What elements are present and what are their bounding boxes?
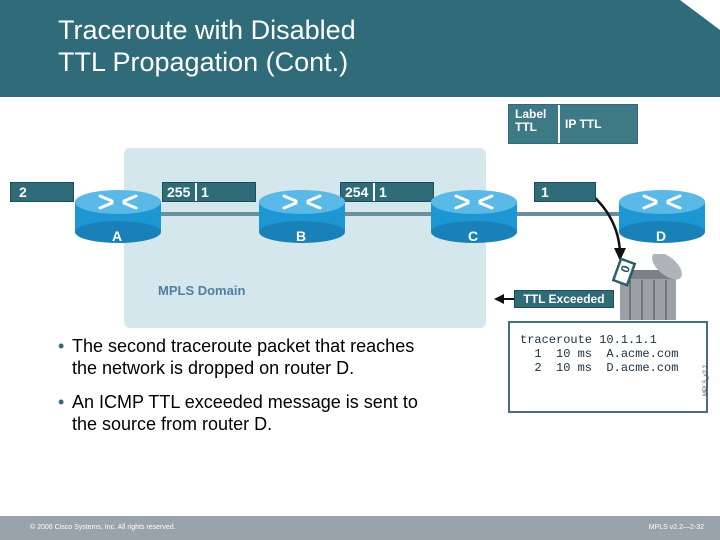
ttl-exceeded-message: TTL Exceeded [514, 290, 614, 308]
router-d-label: D [656, 228, 667, 244]
console-line-3: 2 10 ms D.acme.com [520, 361, 679, 375]
drop-arrow-head [614, 248, 626, 261]
packet-b-c-divider [373, 183, 375, 201]
packet-b-c-ip-ttl: 1 [379, 184, 387, 200]
bullet-text: An ICMP TTL exceeded message is sent to … [72, 392, 418, 434]
packet-a-b-label-ttl: 255 [167, 184, 191, 200]
router-c-icon [431, 190, 517, 243]
traceroute-output-panel: traceroute 10.1.1.1 1 10 ms A.acme.com 2… [508, 321, 708, 413]
router-a-label: A [112, 228, 123, 244]
bullet-text: The second traceroute packet that reache… [72, 336, 415, 378]
legend-ip-ttl: IP TTL [565, 117, 602, 131]
packet-c-d: 1 [534, 182, 596, 202]
packet-a-b: 255 1 [162, 182, 256, 202]
copyright-text: © 2006 Cisco Systems, Inc. All rights re… [30, 524, 176, 531]
bullet-marker: • [58, 392, 65, 412]
packet-b-c: 254 1 [340, 182, 434, 202]
router-d-icon [619, 190, 705, 243]
bullet-item: • An ICMP TTL exceeded message is sent t… [58, 391, 438, 435]
page-corner-decoration [680, 0, 720, 30]
mpls-domain-label: MPLS Domain [158, 283, 246, 298]
console-line-1: traceroute 10.1.1.1 [520, 333, 657, 347]
bullet-list: • The second traceroute packet that reac… [58, 335, 438, 447]
title-line-1: Traceroute with Disabled [58, 15, 356, 45]
ttl-exceeded-arrow-head [494, 294, 504, 304]
page-title: Traceroute with Disabled TTL Propagation… [58, 14, 356, 78]
title-bar: Traceroute with Disabled TTL Propagation… [0, 0, 720, 97]
course-code: MPLS v2.2—2-32 [648, 524, 704, 531]
packet-a-b-ip-ttl: 1 [201, 184, 209, 200]
router-c-label: C [468, 228, 479, 244]
legend-divider [558, 105, 560, 143]
console-line-2: 1 10 ms A.acme.com [520, 347, 679, 361]
packet-a-b-divider [195, 183, 197, 201]
legend-box: Label TTL IP TTL [508, 104, 638, 144]
packet-source: 2 [10, 182, 74, 202]
router-a-icon [75, 190, 161, 243]
packet-b-c-label-ttl: 254 [345, 184, 369, 200]
packet-c-d-ip-ttl: 1 [541, 184, 549, 200]
trash-can-icon [612, 254, 682, 320]
title-line-2: TTL Propagation (Cont.) [58, 47, 349, 77]
slide-code-vertical: MPLS_v2.2 [703, 364, 709, 396]
bullet-item: • The second traceroute packet that reac… [58, 335, 438, 379]
router-b-icon [259, 190, 345, 243]
router-b-label: B [296, 228, 307, 244]
footer-bar: © 2006 Cisco Systems, Inc. All rights re… [0, 516, 720, 540]
bullet-marker: • [58, 336, 65, 356]
packet-source-ip-ttl: 2 [19, 184, 27, 200]
legend-label-ttl: Label TTL [515, 107, 547, 134]
